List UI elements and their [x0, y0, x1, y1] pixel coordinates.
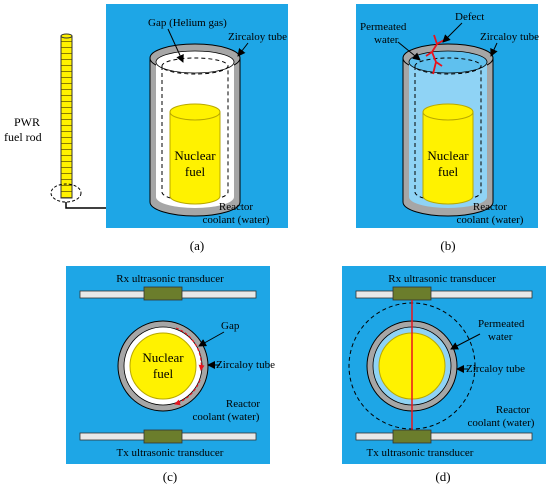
panel-b-permeated-arrow [397, 41, 421, 61]
panel-c-gap-wave-1 [175, 327, 205, 371]
panel-b-water-top [408, 50, 488, 74]
panel-d-permeated-arrow [450, 333, 481, 350]
panel-b-defect-crack [425, 34, 445, 75]
panel-c: Rx ultrasonic transducer Nuclear fuel Ga… [66, 266, 275, 484]
panel-b-fuel-label-2: fuel [438, 164, 459, 179]
panel-a-gap-arrow [167, 28, 184, 63]
panel-a-fuel-label-2: fuel [185, 164, 206, 179]
panel-d-coolant-label-2: coolant (water) [468, 417, 535, 429]
panel-c-fuel-label-1: Nuclear [142, 350, 184, 365]
panel-b-fuel-label-1: Nuclear [427, 148, 469, 163]
panel-c-tx-transducer[interactable] [143, 429, 183, 444]
panel-c-caption: (c) [163, 469, 177, 484]
panel-c-tube-label: Zircaloy tube [216, 359, 275, 371]
panel-a-coolant-label-2: coolant (water) [203, 214, 270, 226]
panel-d-tube-label: Zircaloy tube [466, 363, 525, 375]
panel-b-tube-arrow [490, 42, 498, 57]
panel-d-caption: (d) [435, 469, 450, 484]
panel-d-rx-plate [355, 290, 533, 299]
panel-a-nuclear-fuel [169, 111, 221, 205]
panel-d-tx-transducer[interactable] [392, 429, 432, 444]
panel-a-coolant-label-1: Reactor [219, 201, 254, 213]
panel-a-fuel-top [169, 103, 221, 121]
panel-b-coolant-label-1: Reactor [473, 201, 508, 213]
panel-b-coolant-label-2: coolant (water) [457, 214, 524, 226]
panel-c-tx-label: Tx ultrasonic transducer [117, 447, 224, 459]
panel-d-rx-label: Rx ultrasonic transducer [388, 273, 496, 285]
panel-d-tx-label: Tx ultrasonic transducer [367, 447, 474, 459]
panel-b-permeated-label-1: Permeated [360, 21, 407, 33]
panel-a-gap-top [155, 50, 235, 74]
panel-b-nuclear-fuel [422, 111, 474, 205]
fuel-rod-label-1: PWR [14, 115, 40, 129]
panel-d-permeated-label-2: water [488, 331, 513, 343]
panel-b-permeated-label-2: water [374, 34, 399, 46]
panel-b-dashed-top [414, 57, 482, 75]
panel-c-fuel-label-2: fuel [153, 366, 174, 381]
panel-d-tx-plate [355, 432, 533, 441]
panel-c-coolant-label-1: Reactor [226, 398, 261, 410]
panel-c-gap-arrow [198, 331, 225, 347]
panel-c-gap-wave-2 [174, 379, 201, 406]
panel-a-dashed-top [161, 57, 229, 75]
panel-d: Rx ultrasonic transducer Permeated water… [342, 266, 546, 484]
panel-a-gap-label: Gap (Helium gas) [148, 17, 227, 29]
panel-b: Nuclear fuel Permeated water Defect Zirc… [356, 4, 539, 253]
panel-b-defect-arrow [442, 22, 463, 43]
fuel-rod-top [60, 33, 73, 39]
panel-a: Nuclear fuel Gap (Helium gas) Zircaloy t… [106, 4, 288, 253]
panel-c-coolant-label-2: coolant (water) [193, 411, 260, 423]
panel-a-caption: (a) [190, 238, 204, 253]
fuel-rod-body [60, 35, 73, 199]
panel-c-rx-transducer[interactable] [143, 286, 183, 301]
panel-c-gap-label: Gap [221, 320, 240, 332]
fuel-rod-label-2: fuel rod [4, 130, 42, 144]
panel-a-fuel-label-1: Nuclear [174, 148, 216, 163]
panel-b-fuel-top [422, 103, 474, 121]
panel-d-rx-transducer[interactable] [392, 286, 432, 301]
panel-b-caption: (b) [440, 238, 455, 253]
panel-c-rx-label: Rx ultrasonic transducer [116, 273, 224, 285]
panel-b-defect-label: Defect [455, 11, 484, 23]
panel-b-tube-label: Zircaloy tube [480, 31, 539, 43]
panel-d-permeated-label-1: Permeated [478, 318, 525, 330]
panel-a-tube-arrow [237, 42, 249, 57]
fuel-rod-highlight-circle [50, 183, 82, 203]
panel-d-coolant-label-1: Reactor [496, 404, 531, 416]
panel-a-tube-label: Zircaloy tube [228, 31, 287, 43]
panel-c-nuclear-fuel [129, 332, 197, 400]
